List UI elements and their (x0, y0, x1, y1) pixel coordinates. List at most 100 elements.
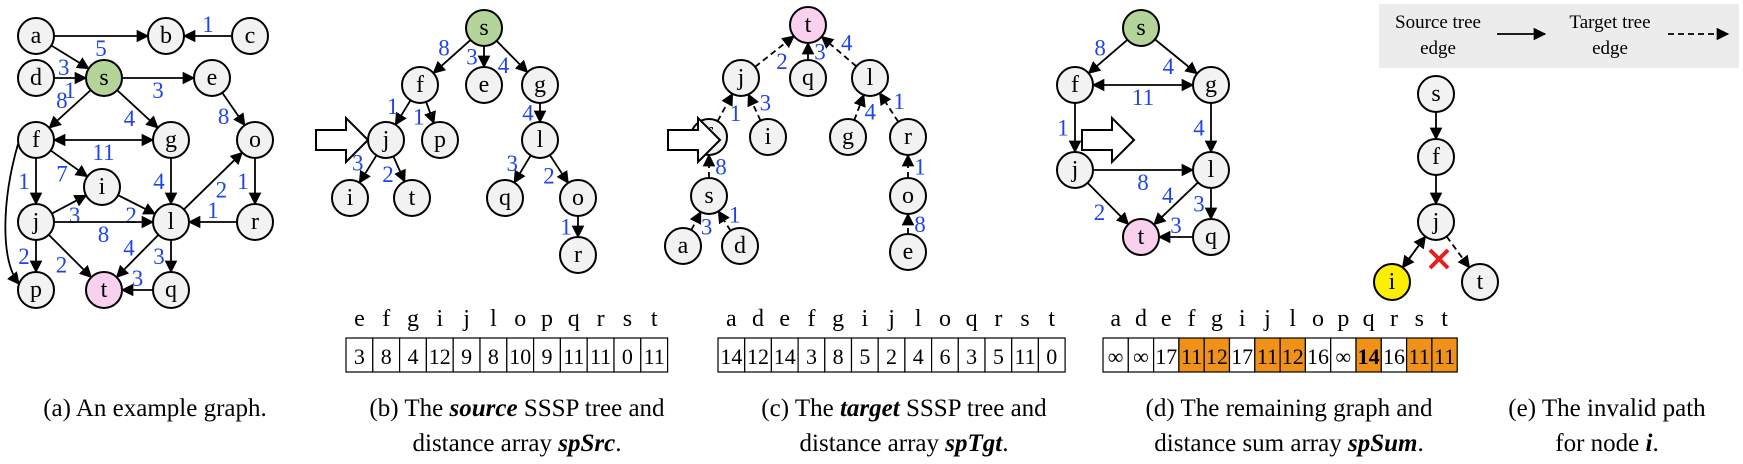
weight-label-b-l-o: 2 (543, 164, 555, 189)
weight-label-b-f-p: 1 (413, 105, 425, 130)
node-c-o: o (889, 177, 927, 215)
weight-label-d-g-l: 4 (1193, 116, 1205, 141)
weight-label-d-q-t: 3 (1170, 213, 1182, 238)
table-d-value-g: 12 (1206, 344, 1228, 369)
node-d-l: l (1192, 151, 1230, 189)
weight-label-a-a-s: 3 (58, 55, 70, 80)
node-b-r: r (559, 236, 597, 274)
node-a-a: a (17, 17, 55, 55)
table-b-cell-t (640, 337, 669, 373)
weight-label-a-c-b: 1 (202, 12, 214, 37)
table-d-header-a: a (1110, 306, 1121, 332)
caption-d-line2: distance sum array spSum. (1154, 430, 1423, 457)
weight-label-b-s-f: 8 (438, 36, 450, 61)
weight-label-c-r-l: 1 (893, 89, 905, 114)
node-c-s: s (690, 177, 728, 215)
edge-a-a-s (50, 44, 90, 70)
svg-text:j: j (1432, 209, 1440, 235)
node-a-o: o (236, 121, 274, 159)
node-c-d: d (721, 227, 759, 265)
edge-d-s-g (1154, 38, 1199, 75)
table-c-cell-d (744, 337, 773, 373)
table-b-value-t: 11 (644, 344, 665, 369)
table-b-header-q: q (568, 306, 580, 332)
weight-label-a-j-t: 2 (56, 252, 68, 277)
node-b-s: s (465, 9, 503, 47)
table-b-cell-o (506, 337, 535, 373)
table-b-value-o: 10 (509, 344, 531, 369)
node-d-t: t (1122, 218, 1160, 256)
weight-label-a-s-e: 3 (152, 78, 164, 103)
table-d-cell-d (1127, 337, 1155, 373)
table-b-cell-f (372, 337, 401, 373)
table-d-value-t: 11 (1434, 344, 1455, 369)
weight-label-a-f-g: 11 (92, 140, 114, 165)
table-d-cell-p (1330, 337, 1357, 373)
svg-text:j: j (1071, 157, 1079, 183)
svg-text:e: e (207, 65, 218, 91)
svg-text:t: t (101, 277, 108, 303)
caption-c: (c) The target SSSP tree and distance ar… (761, 395, 1047, 457)
weight-label-a-s-g: 4 (124, 106, 136, 131)
table-c-header-a: a (726, 306, 737, 332)
edge-a-l-o (183, 151, 244, 211)
weight-label-a-r-l: 1 (207, 198, 219, 223)
edge-c-j-t (754, 35, 795, 68)
table-d-value-p: ∞ (1336, 344, 1352, 369)
table-c-cell-j (877, 337, 906, 373)
node-b-t: t (393, 179, 431, 217)
weight-label-d-j-t: 2 (1094, 200, 1106, 225)
table-b-cell-e (345, 337, 374, 373)
caption-c-line2: distance array spTgt. (800, 430, 1009, 457)
weight-label-a-d-s: 1 (64, 78, 76, 103)
table-c-cell-r (984, 337, 1013, 373)
node-c-l: l (851, 59, 889, 97)
table-b-header-s: s (623, 306, 632, 332)
table-d-value-o: 16 (1307, 344, 1329, 369)
node-a-f: f (17, 121, 55, 159)
table-b-value-q: 11 (563, 344, 584, 369)
table-b-header-i: i (436, 306, 443, 332)
svg-text:o: o (902, 183, 914, 209)
table-d-value-d: ∞ (1133, 344, 1149, 369)
legend-source-label: Source tree (1395, 12, 1481, 33)
weight-label-a-l-t: 4 (123, 236, 135, 261)
edge-c-i-j (747, 93, 762, 122)
node-c-a: a (664, 227, 702, 265)
weight-label-c-a-s: 3 (701, 215, 713, 240)
edge-a-f-p (4, 143, 20, 285)
caption-e: (e) The invalid path for node i. (1508, 395, 1706, 457)
svg-text:f: f (32, 127, 40, 153)
node-a-g: g (152, 121, 190, 159)
weight-label-a-i-l: 2 (125, 203, 137, 228)
svg-text:r: r (904, 124, 912, 150)
svg-text:a: a (678, 233, 689, 259)
weight-label-a-j-l: 8 (98, 222, 110, 247)
table-d-header-o: o (1312, 306, 1324, 332)
edge-b-l-o (549, 154, 569, 184)
weight-label-c-d-s: 1 (729, 203, 741, 228)
table-b-header-e: e (354, 306, 365, 332)
node-b-o: o (559, 179, 597, 217)
table-d-value-a: ∞ (1108, 344, 1124, 369)
svg-text:f: f (1071, 72, 1079, 98)
edge-e-i-j (1401, 235, 1427, 269)
weight-label-c-g-l: 4 (864, 100, 876, 125)
weight-label-a-l-q: 3 (153, 244, 165, 269)
table-c-header-t: t (1048, 306, 1055, 332)
table-b-header-j: j (462, 306, 470, 332)
edge-c-f-j (716, 92, 734, 122)
table-c-cell-t (1037, 337, 1066, 373)
svg-text:j: j (382, 127, 390, 153)
node-c-i: i (749, 118, 787, 156)
svg-text:o: o (249, 127, 261, 153)
svg-text:g: g (165, 127, 177, 153)
caption-b-line1: (b) The source SSSP tree and (369, 395, 665, 422)
node-a-p: p (17, 271, 55, 309)
caption-e-line1: (e) The invalid path (1508, 395, 1706, 422)
weight-label-a-s-f: 8 (56, 88, 68, 113)
